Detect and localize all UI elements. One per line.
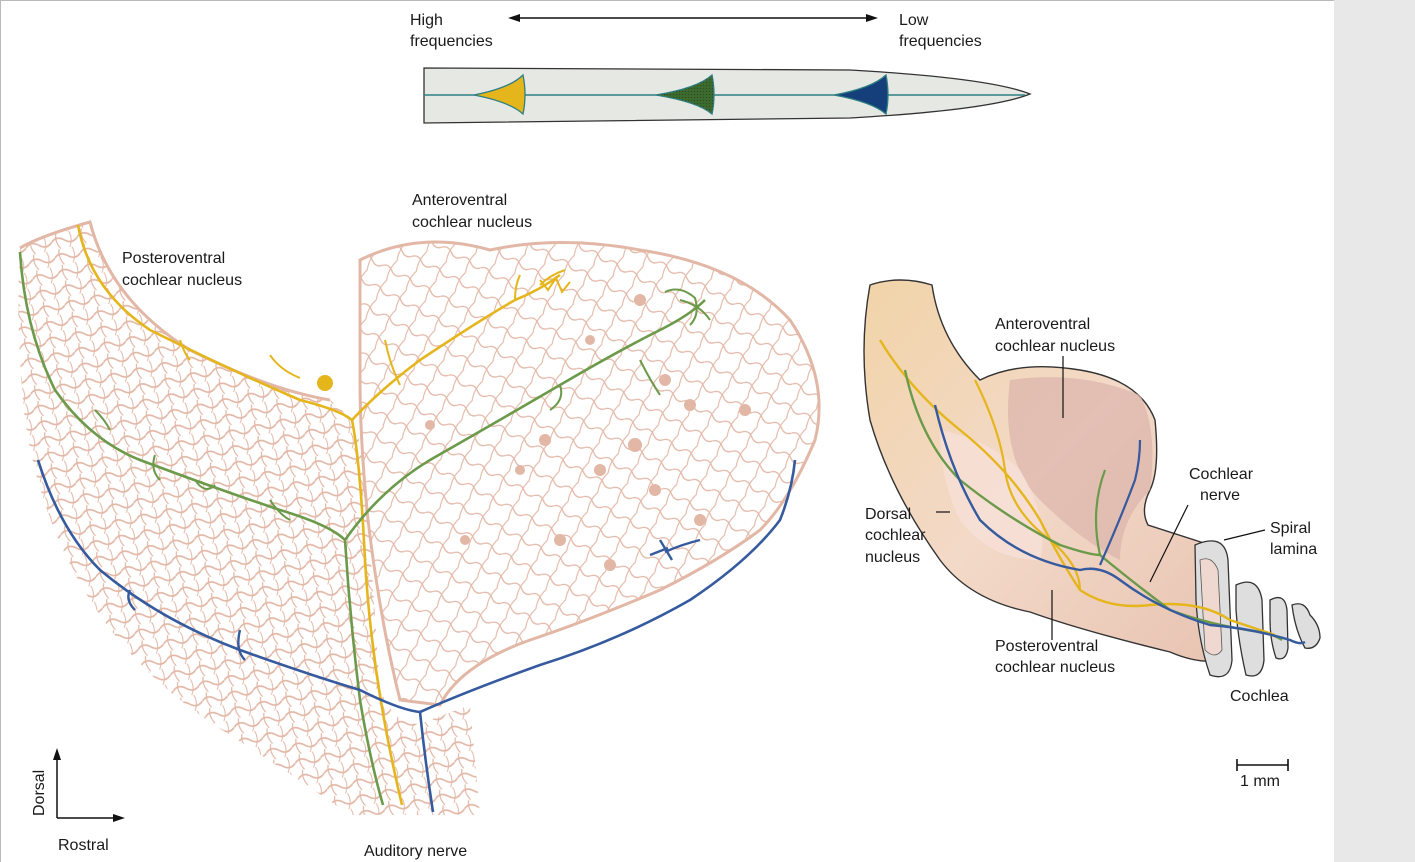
arrow-right-icon bbox=[113, 814, 125, 822]
dcn-label-line1: Dorsal bbox=[865, 506, 911, 523]
scale-bar: 1 mm bbox=[1237, 759, 1288, 790]
avcn-label-line2: cochlear nucleus bbox=[412, 214, 532, 231]
high-label-line1: High bbox=[410, 12, 443, 29]
arrow-up-icon bbox=[53, 748, 61, 760]
pvcn-label-line2: cochlear nucleus bbox=[122, 272, 242, 289]
auditory-nerve-label: Auditory nerve bbox=[364, 843, 467, 860]
cochlear-nucleus-figure: High frequencies Low frequencies bbox=[0, 0, 1334, 862]
frequency-axis: High frequencies Low frequencies bbox=[410, 12, 982, 50]
avcn-3d-label-line2: cochlear nucleus bbox=[995, 338, 1115, 355]
nucleus-histology: Posteroventral cochlear nucleus Anterove… bbox=[18, 192, 819, 860]
basilar-membrane bbox=[424, 68, 1030, 123]
arrow-right-icon bbox=[866, 14, 878, 22]
cochlear-nerve-label-line1: Cochlear bbox=[1189, 466, 1254, 483]
low-label-line2: frequencies bbox=[899, 33, 982, 50]
pvcn-3d-label-line2: cochlear nucleus bbox=[995, 659, 1115, 676]
cochlea bbox=[1195, 541, 1320, 677]
orientation-compass: Dorsal Rostral bbox=[31, 748, 125, 854]
avcn-label-line1: Anteroventral bbox=[412, 192, 507, 209]
high-label-line2: frequencies bbox=[410, 33, 493, 50]
spiral-lamina-label-line1: Spiral bbox=[1270, 520, 1311, 537]
rostral-label: Rostral bbox=[58, 837, 109, 854]
cochlea-label: Cochlea bbox=[1230, 688, 1289, 705]
dcn-label-line2: cochlear bbox=[865, 527, 926, 544]
avcn-tissue bbox=[360, 242, 819, 705]
nucleus-3d-diagram: Anteroventral cochlear nucleus Cochlear … bbox=[864, 280, 1320, 790]
right-margin-panel bbox=[1334, 0, 1415, 862]
yellow-neuron-icon bbox=[317, 375, 333, 391]
low-label-line1: Low bbox=[899, 12, 929, 29]
scale-label: 1 mm bbox=[1240, 773, 1280, 790]
dorsal-label: Dorsal bbox=[31, 770, 48, 816]
avcn-3d-label-line1: Anteroventral bbox=[995, 316, 1090, 333]
pvcn-label-line1: Posteroventral bbox=[122, 250, 225, 267]
arrow-left-icon bbox=[508, 14, 520, 22]
cochlear-nerve-label-line2: nerve bbox=[1200, 487, 1240, 504]
spiral-lamina-label-line2: lamina bbox=[1270, 541, 1317, 558]
dcn-label-line3: nucleus bbox=[865, 549, 920, 566]
pvcn-3d-label-line1: Posteroventral bbox=[995, 638, 1098, 655]
